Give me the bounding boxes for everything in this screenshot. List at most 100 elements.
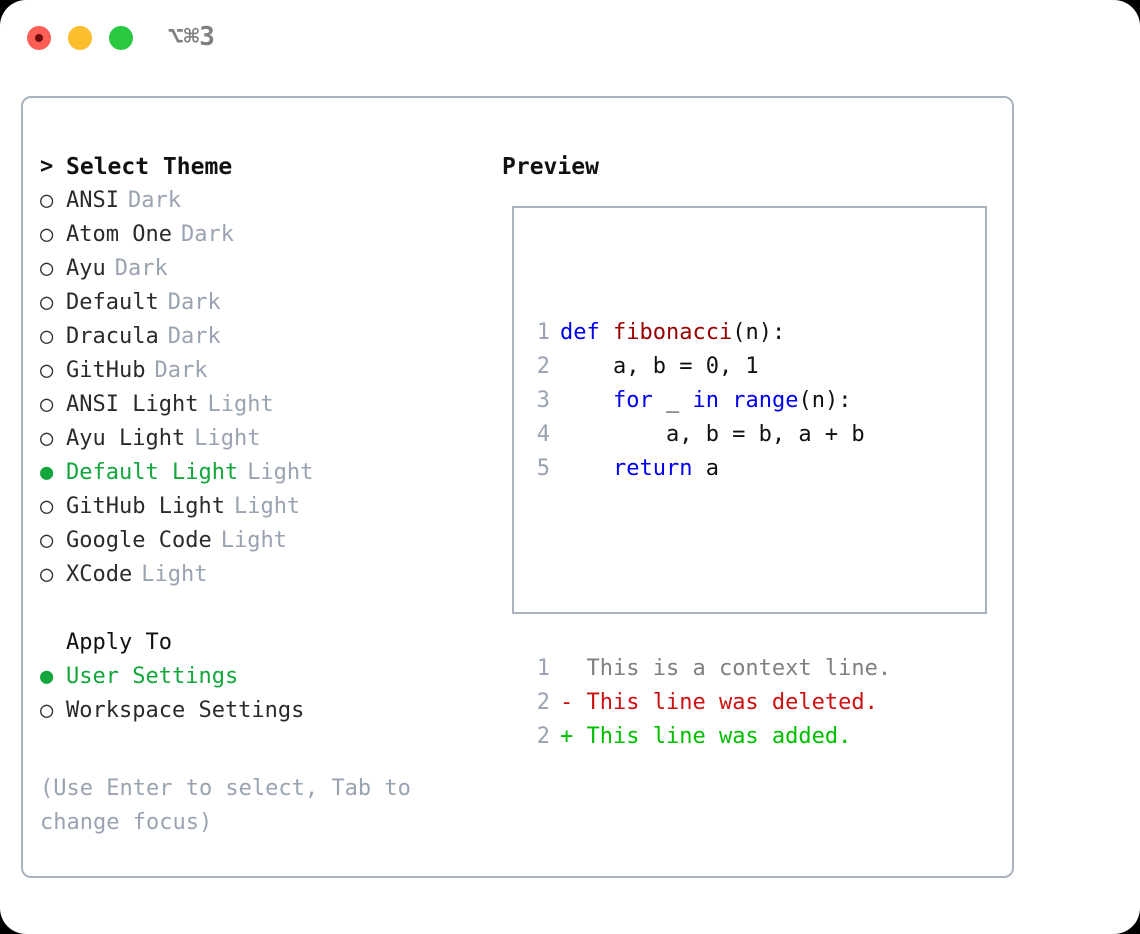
theme-kind-badge: Light bbox=[247, 460, 314, 485]
window-title: ⌥⌘3 bbox=[168, 22, 215, 52]
code-token: a, b = b, a + b bbox=[560, 422, 865, 447]
window-controls bbox=[27, 26, 133, 50]
line-number: 2 bbox=[536, 354, 550, 379]
theme-kind-badge: Light bbox=[233, 494, 301, 519]
theme-name: Dracula bbox=[66, 324, 159, 349]
theme-list-item[interactable]: ○ Google Code Light bbox=[40, 524, 500, 558]
diff-text: This line was deleted. bbox=[573, 690, 878, 715]
theme-kind-badge: Dark bbox=[167, 290, 221, 315]
radio-unselected-icon: ○ bbox=[40, 528, 54, 553]
diff-sample: 1 This is a context line.2- This line wa… bbox=[530, 652, 891, 754]
theme-name: Google Code bbox=[66, 528, 212, 553]
theme-name: ANSI bbox=[66, 188, 119, 213]
code-line: 2 a, b = 0, 1 bbox=[530, 350, 891, 384]
code-token: a bbox=[692, 456, 719, 481]
code-line: 5 return a bbox=[530, 452, 891, 486]
theme-name: Default bbox=[66, 290, 159, 315]
theme-kind-badge: Dark bbox=[127, 188, 181, 213]
radio-unselected-icon: ○ bbox=[40, 188, 54, 213]
diff-line: 2+ This line was added. bbox=[530, 720, 891, 754]
close-button[interactable] bbox=[27, 26, 51, 50]
theme-kind-badge: Dark bbox=[154, 358, 208, 383]
hint-spacer bbox=[40, 728, 500, 762]
code-line: 4 a, b = b, a + b bbox=[530, 418, 891, 452]
line-number: 4 bbox=[536, 422, 550, 447]
radio-unselected-icon: ○ bbox=[40, 698, 54, 723]
code-token: def bbox=[560, 320, 613, 345]
theme-name: Default Light bbox=[66, 460, 239, 485]
radio-selected-icon: ● bbox=[40, 664, 54, 689]
minimize-button[interactable] bbox=[68, 26, 92, 50]
code-token bbox=[719, 388, 732, 413]
theme-name: ANSI Light bbox=[66, 392, 199, 417]
theme-name: GitHub bbox=[66, 358, 146, 383]
theme-kind-badge: Light bbox=[194, 426, 261, 451]
line-number: 3 bbox=[536, 388, 550, 413]
radio-unselected-icon: ○ bbox=[40, 222, 54, 247]
apply-to-option-label: User Settings bbox=[66, 664, 239, 689]
code-token: fibonacci bbox=[612, 320, 733, 345]
diff-sign bbox=[560, 656, 573, 681]
theme-list-item[interactable]: ○ GitHub Dark bbox=[40, 354, 500, 388]
maximize-button[interactable] bbox=[109, 26, 133, 50]
diff-sign: - bbox=[560, 690, 574, 715]
code-token bbox=[560, 388, 613, 413]
code-token: (n): bbox=[732, 320, 786, 345]
diff-sign: + bbox=[560, 724, 574, 749]
line-number: 2 bbox=[536, 724, 550, 749]
theme-name: Ayu bbox=[66, 256, 106, 281]
apply-to-label-row: Apply To bbox=[40, 626, 500, 660]
code-diff-gap bbox=[530, 554, 891, 584]
code-token: (n): bbox=[798, 388, 852, 413]
select-theme-heading-row: > Select Theme bbox=[40, 150, 500, 184]
theme-list-item[interactable]: ○ Atom One Dark bbox=[40, 218, 500, 252]
apply-to-option-label: Workspace Settings bbox=[66, 698, 305, 723]
list-spacer bbox=[40, 592, 500, 626]
radio-selected-icon: ● bbox=[40, 460, 54, 485]
theme-list-item[interactable]: ○ Dracula Dark bbox=[40, 320, 500, 354]
line-number: 2 bbox=[536, 690, 550, 715]
theme-name: Atom One bbox=[66, 222, 172, 247]
radio-unselected-icon: ○ bbox=[40, 494, 54, 519]
blank-marker bbox=[40, 626, 66, 660]
theme-list-item[interactable]: ○ ANSI Dark bbox=[40, 184, 500, 218]
theme-kind-badge: Light bbox=[220, 528, 287, 553]
radio-unselected-icon: ○ bbox=[40, 562, 54, 587]
diff-line: 1 This is a context line. bbox=[530, 652, 891, 686]
theme-kind-badge: Light bbox=[207, 392, 274, 417]
theme-kind-badge: Light bbox=[141, 562, 208, 587]
radio-unselected-icon: ○ bbox=[40, 426, 54, 451]
apply-to-options: ● User Settings ○ Workspace Settings bbox=[40, 660, 500, 728]
theme-kind-badge: Dark bbox=[180, 222, 234, 247]
code-token: for bbox=[612, 388, 653, 413]
apply-to-option[interactable]: ○ Workspace Settings bbox=[40, 694, 500, 728]
radio-unselected-icon: ○ bbox=[40, 324, 54, 349]
diff-text: This is a context line. bbox=[573, 656, 892, 681]
line-number: 5 bbox=[536, 456, 550, 481]
apply-to-option[interactable]: ● User Settings bbox=[40, 660, 500, 694]
code-line: 3 for _ in range(n): bbox=[530, 384, 891, 418]
code-token: in bbox=[692, 388, 719, 413]
theme-list-item[interactable]: ● Default Light Light bbox=[40, 456, 500, 490]
diff-line: 2- This line was deleted. bbox=[530, 686, 891, 720]
page-title: Select Theme bbox=[66, 154, 233, 180]
line-number: 1 bbox=[536, 656, 550, 681]
code-token: a, b = 0, 1 bbox=[560, 354, 759, 379]
code-token bbox=[560, 456, 613, 481]
theme-kind-badge: Dark bbox=[167, 324, 221, 349]
radio-unselected-icon: ○ bbox=[40, 358, 54, 383]
prompt-icon: > bbox=[40, 154, 54, 179]
line-number: 1 bbox=[536, 320, 550, 345]
